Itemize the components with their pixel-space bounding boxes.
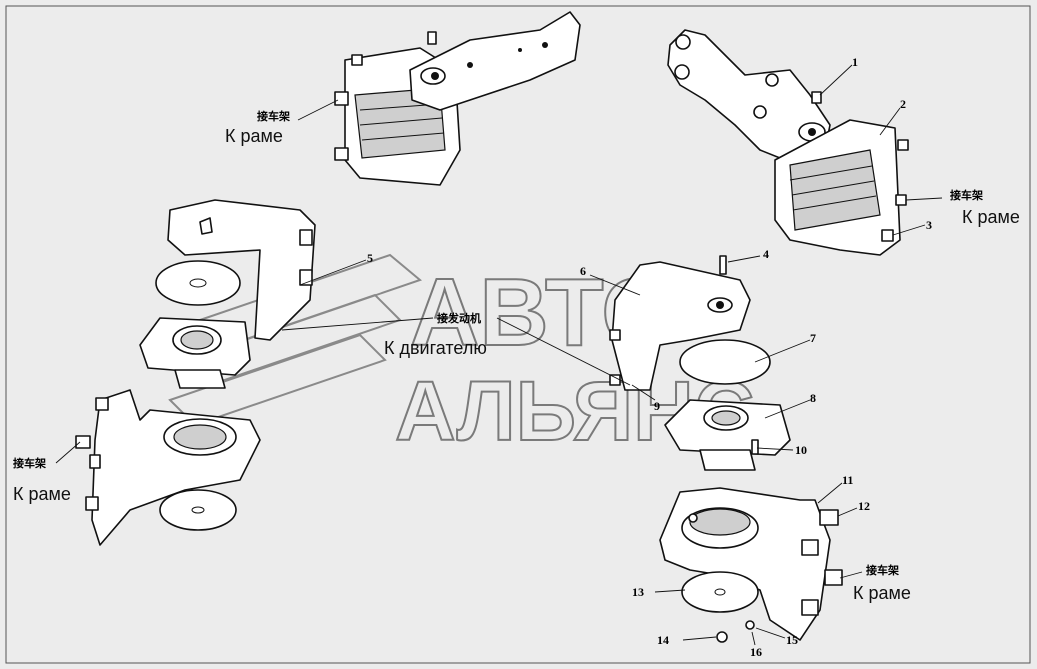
callout-13: 13	[632, 585, 644, 599]
callout-8: 8	[810, 391, 816, 405]
mount-top-right	[667, 29, 909, 256]
mount-bottom-right	[659, 487, 843, 643]
callout-15: 15	[786, 633, 798, 647]
label-frame-ru-2: К раме	[962, 207, 1020, 227]
callout-9: 9	[654, 399, 660, 413]
callout-3: 3	[926, 218, 932, 232]
callouts: 1 2 3 4 5 6 7 8 9 10 11 12 13 14 15 16	[367, 55, 932, 659]
leader-lines	[55, 64, 943, 646]
callout-5: 5	[367, 251, 373, 265]
callout-1: 1	[852, 55, 858, 69]
label-frame-ru-3: К раме	[13, 484, 71, 504]
label-frame-cn-1: 接车架	[257, 109, 290, 123]
label-frame-cn-2: 接车架	[950, 188, 983, 202]
label-frame-cn-3: 接车架	[13, 456, 46, 470]
callout-4: 4	[763, 247, 769, 261]
label-frame-ru-4: К раме	[853, 583, 911, 603]
callout-2: 2	[900, 97, 906, 111]
callout-7: 7	[810, 331, 816, 345]
callout-16: 16	[750, 645, 762, 659]
callout-11: 11	[842, 473, 853, 487]
label-engine-cn: 接发动机	[437, 311, 481, 325]
label-engine-ru: К двигателю	[384, 338, 487, 358]
callout-12: 12	[858, 499, 870, 513]
annotation-labels: 接车架 К раме 接车架 К раме 接发动机 К двигателю 接…	[13, 109, 1020, 603]
mount-top-left	[334, 11, 581, 186]
mount-left-stack	[75, 199, 316, 546]
callout-10: 10	[795, 443, 807, 457]
mount-middle-stack	[609, 255, 791, 471]
label-frame-cn-4: 接车架	[866, 563, 899, 577]
label-frame-ru-1: К раме	[225, 126, 283, 146]
callout-6: 6	[580, 264, 586, 278]
callout-14: 14	[657, 633, 669, 647]
